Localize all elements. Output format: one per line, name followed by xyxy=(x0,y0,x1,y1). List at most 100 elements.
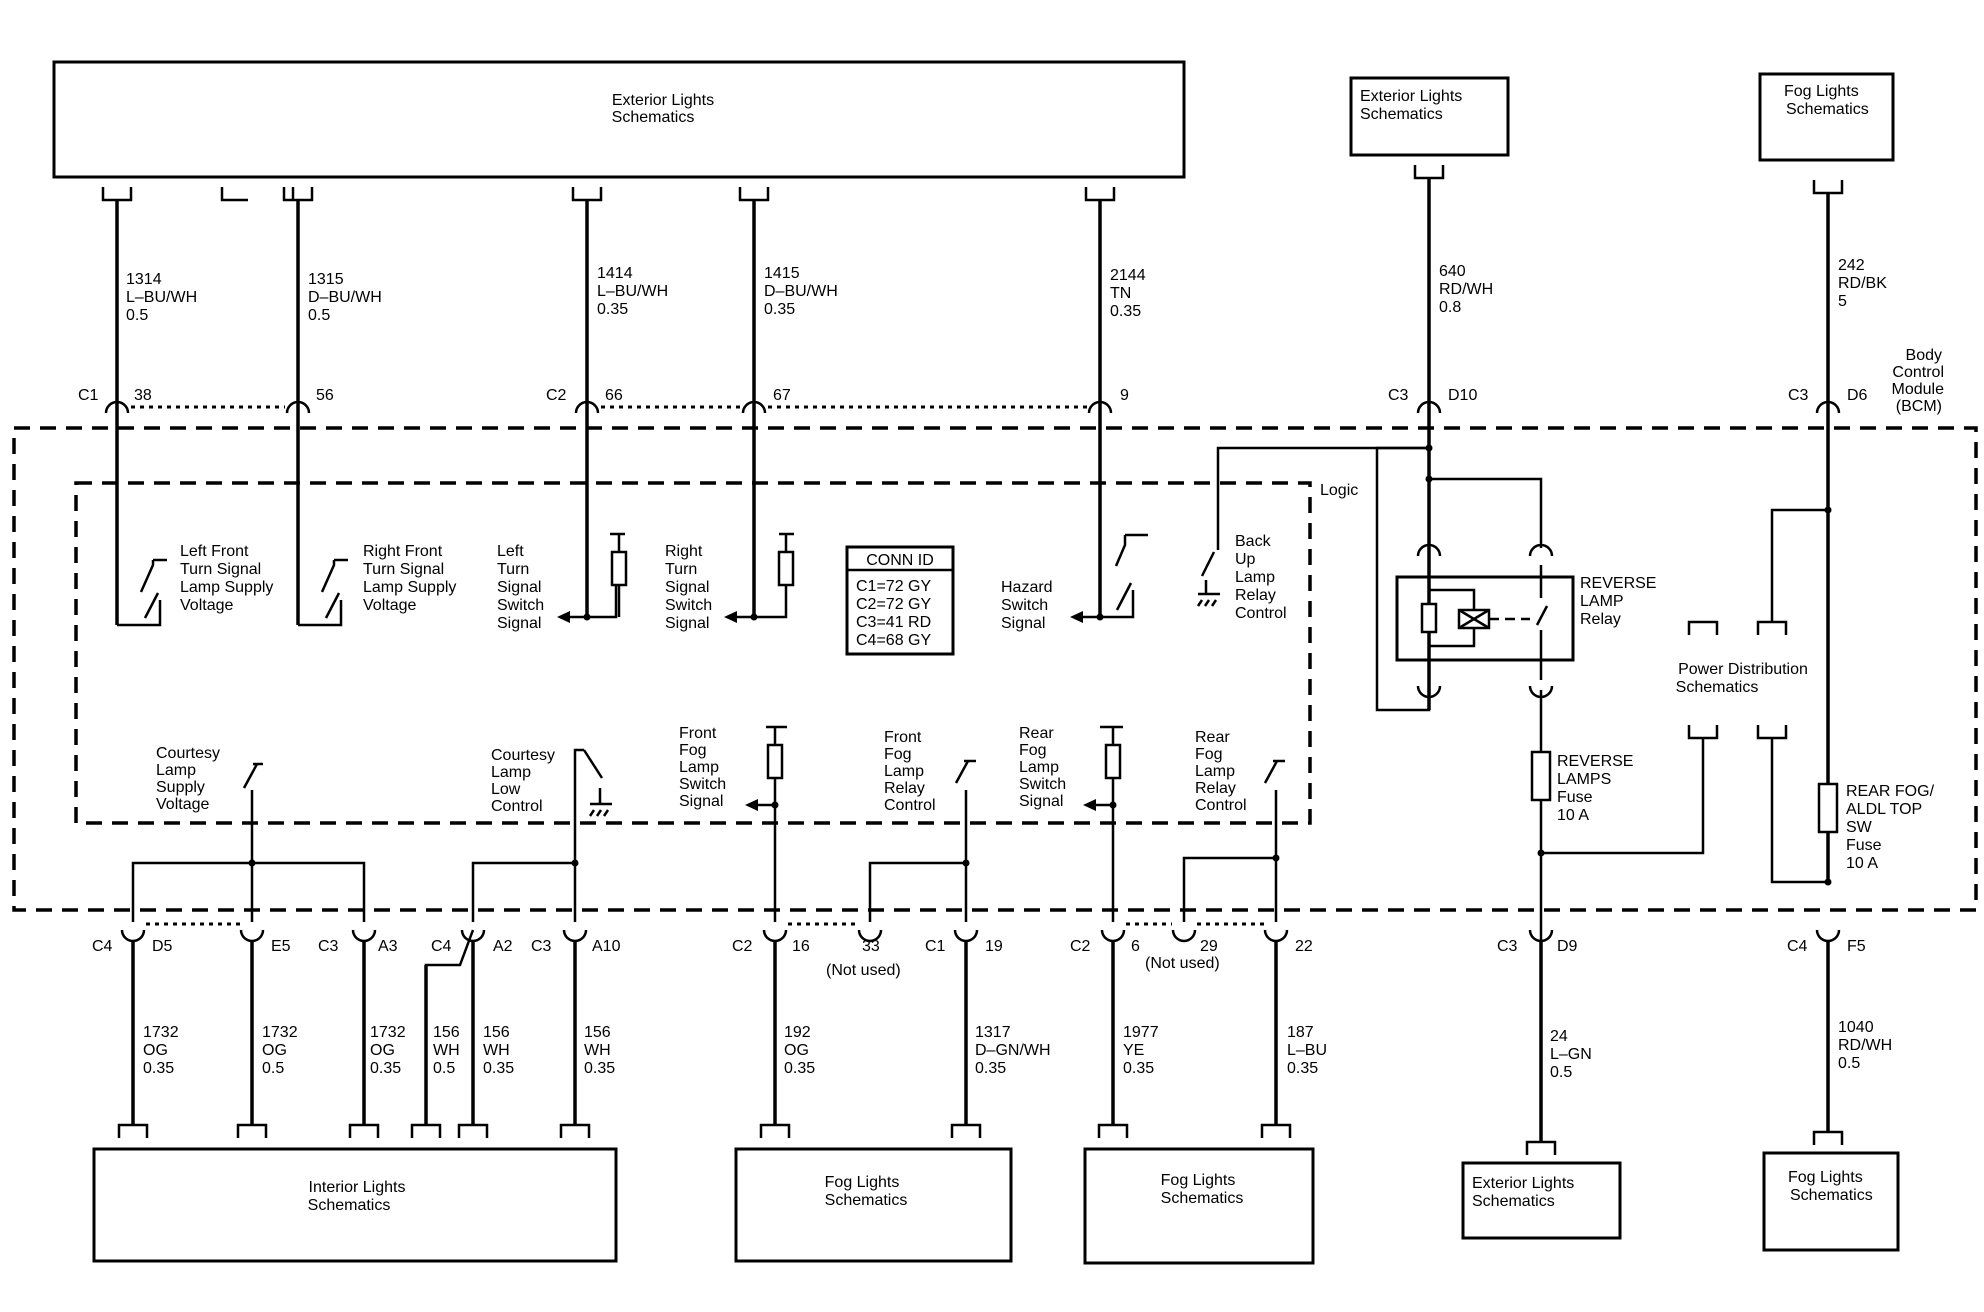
wire-size: 0.8 xyxy=(1439,299,1461,316)
label-line: Lamp xyxy=(1019,759,1059,776)
connector-c3: C3 xyxy=(318,938,339,955)
bcm-line-3: Module xyxy=(1892,381,1945,398)
wire-label-156-c: 156 WH 0.35 xyxy=(584,1024,615,1077)
label-line: Control xyxy=(884,797,936,814)
label-line: Switch xyxy=(1019,776,1066,793)
wire-color: RD/BK xyxy=(1838,275,1887,292)
fog-lights-top-right-box: Fog Lights Schematics xyxy=(1758,72,1895,162)
conn-id-table: CONN ID C1=72 GY C2=72 GY C3=41 RD C4=68… xyxy=(845,545,955,656)
conn-id-line: C3=41 RD xyxy=(856,614,931,631)
label-line: Lamp xyxy=(884,763,924,780)
exterior-lights-right-top-box: Exterior Lights Schematics xyxy=(1349,76,1510,157)
lf-turn-supply-label: Left Front Turn Signal Lamp Supply Volta… xyxy=(180,543,273,614)
label-line: Signal xyxy=(497,615,541,632)
front-fog-switch-label: Front Fog Lamp Switch Signal xyxy=(679,725,726,810)
hazard-switch-input xyxy=(1070,533,1148,623)
label-line: Fog xyxy=(1019,742,1047,759)
wire-label-1314: 1314 L–BU/WH 0.5 xyxy=(126,271,197,324)
reverse-lamp-relay-label: REVERSE LAMP Relay xyxy=(1580,575,1656,628)
wire-label-187: 187 L–BU 0.35 xyxy=(1287,1024,1327,1077)
wire-color: OG xyxy=(262,1042,287,1059)
front-fog-switch-input xyxy=(745,725,787,922)
pin-6: 6 xyxy=(1131,938,1140,955)
wire-circuit: 1414 xyxy=(597,265,633,282)
wire-color: OG xyxy=(143,1042,168,1059)
pin-a2: A2 xyxy=(493,938,513,955)
courtesy-low-switch xyxy=(471,748,612,922)
power-distribution-connectors xyxy=(1687,506,1832,886)
label-line: 10 A xyxy=(1557,807,1589,824)
label-line: Switch xyxy=(1001,597,1048,614)
left-turn-switch-input xyxy=(557,532,628,623)
wire-label-192: 192 OG 0.35 xyxy=(784,1024,815,1077)
bcm-module-label: Body Control Module (BCM) xyxy=(1892,347,1945,415)
reverse-lamp-relay xyxy=(1375,444,1575,752)
label-line: Signal xyxy=(1019,793,1063,810)
label-line: Hazard xyxy=(1001,579,1053,596)
top-connector-stubs xyxy=(101,165,1844,202)
wire-label-1315: 1315 D–BU/WH 0.5 xyxy=(308,271,382,324)
label-line: Lamp xyxy=(491,764,531,781)
label-line: Lamp Supply xyxy=(363,579,456,596)
label-line: Power Distribution xyxy=(1678,661,1808,678)
wire-color: L–BU xyxy=(1287,1042,1327,1059)
pin-67: 67 xyxy=(773,387,791,404)
pin-d10: D10 xyxy=(1448,387,1477,404)
rear-fog-switch-input xyxy=(1083,725,1123,922)
wire-circuit: 1977 xyxy=(1123,1024,1159,1041)
label-line: REVERSE xyxy=(1557,753,1633,770)
wire-color: WH xyxy=(483,1042,510,1059)
connector-c3: C3 xyxy=(531,938,552,955)
label-line: Left Front xyxy=(180,543,249,560)
wire-size: 0.35 xyxy=(597,301,628,318)
wire-size: 0.35 xyxy=(1123,1060,1154,1077)
wire-label-1732-a: 1732 OG 0.35 xyxy=(143,1024,179,1077)
label-line: Low xyxy=(491,781,521,798)
wire-label-1977: 1977 YE 0.35 xyxy=(1123,1024,1159,1077)
box-line-1: Fog Lights xyxy=(1161,1172,1236,1189)
box-line-1: Fog Lights xyxy=(825,1174,900,1191)
wire-circuit: 192 xyxy=(784,1024,811,1041)
label-line: Lamp xyxy=(679,759,719,776)
rear-fog-relay-switch xyxy=(1182,759,1285,922)
wire-size: 0.35 xyxy=(784,1060,815,1077)
conn-id-line: C4=68 GY xyxy=(856,632,931,649)
pin-e5: E5 xyxy=(271,938,291,955)
wire-label-640: 640 RD/WH 0.8 xyxy=(1439,263,1493,316)
label-line: Relay xyxy=(1235,587,1276,604)
exterior-lights-top-box: Exterior Lights Schematics xyxy=(52,60,1186,179)
wire-size: 0.5 xyxy=(433,1060,455,1077)
label-line: SW xyxy=(1846,819,1873,836)
top-connector-labels: C1 38 56 C2 66 67 9 C3 D10 C3 D6 xyxy=(78,387,1868,404)
pin-d5: D5 xyxy=(152,938,173,955)
wire-circuit: 156 xyxy=(433,1024,460,1041)
wire-label-1414: 1414 L–BU/WH 0.35 xyxy=(597,265,668,318)
wire-size: 0.5 xyxy=(262,1060,284,1077)
rear-fog-fuse xyxy=(1817,782,1839,834)
courtesy-supply-switch xyxy=(131,762,366,922)
wire-circuit: 640 xyxy=(1439,263,1466,280)
connector-c2: C2 xyxy=(546,387,567,404)
connector-c1: C1 xyxy=(78,387,99,404)
fog-lights-box-a: Fog Lights Schematics xyxy=(734,1147,1013,1263)
wire-color: WH xyxy=(433,1042,460,1059)
wire-size: 0.35 xyxy=(143,1060,174,1077)
label-line: Supply xyxy=(156,779,205,796)
wire-size: 0.35 xyxy=(975,1060,1006,1077)
rf-turn-supply-label: Right Front Turn Signal Lamp Supply Volt… xyxy=(363,543,456,614)
front-fog-relay-switch xyxy=(868,759,976,922)
box-line-2: Schematics xyxy=(1786,101,1869,118)
wire-circuit: 2144 xyxy=(1110,267,1146,284)
wire-color: L–BU/WH xyxy=(126,289,197,306)
label-line: Switch xyxy=(497,597,544,614)
label-line: Lamp xyxy=(156,762,196,779)
label-line: REAR FOG/ xyxy=(1846,783,1935,800)
box-line-2: Schematics xyxy=(1161,1190,1244,1207)
label-line: Rear xyxy=(1019,725,1054,742)
wire-color: RD/WH xyxy=(1439,281,1493,298)
wire-circuit: 24 xyxy=(1550,1028,1568,1045)
label-line: Relay xyxy=(884,780,925,797)
wire-color: OG xyxy=(370,1042,395,1059)
label-line: Switch xyxy=(679,776,726,793)
bottom-connector-stubs xyxy=(117,1123,1844,1155)
